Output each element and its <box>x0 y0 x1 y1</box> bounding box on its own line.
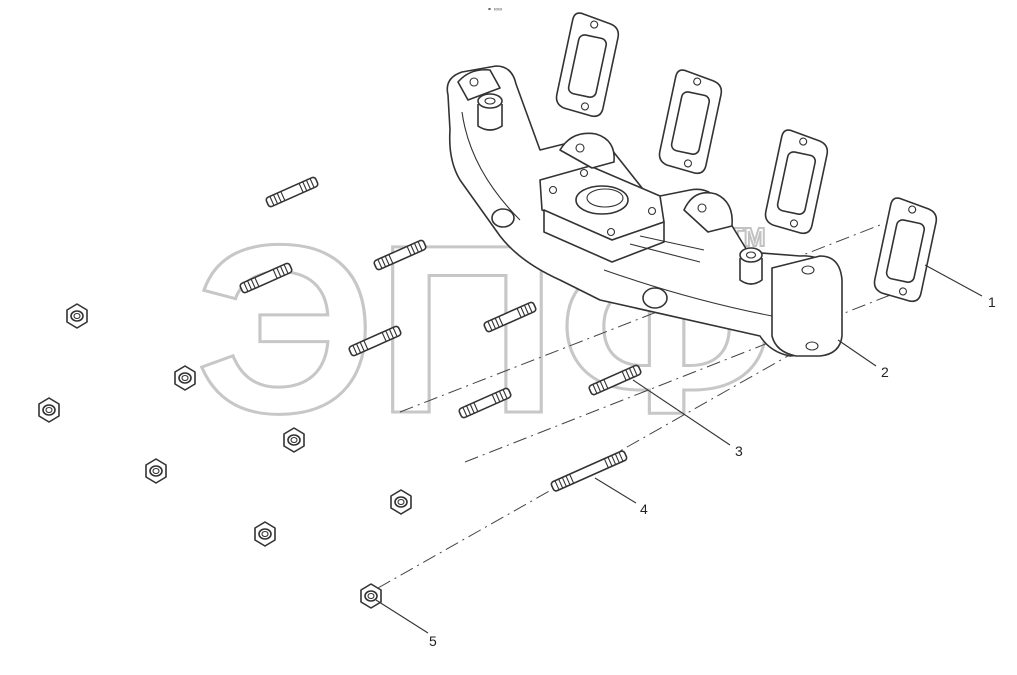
flange-nut-icon <box>66 303 88 329</box>
flange-nut-icon <box>174 365 196 391</box>
gaskets <box>555 12 938 303</box>
callout-leader <box>924 264 983 297</box>
stud-icon <box>348 325 402 357</box>
stud-icon <box>550 450 628 492</box>
callout-label-1: 1 <box>988 294 996 310</box>
stud-icon <box>373 239 427 271</box>
stud-icon <box>588 364 642 396</box>
flange-nut-icon <box>283 427 305 453</box>
callout-leader <box>375 599 429 634</box>
flange-nut-icon <box>360 583 382 609</box>
callout-leader <box>594 477 637 504</box>
stud-icon <box>458 387 512 419</box>
top-mark: ⚭ ∞∞ <box>487 7 502 13</box>
exhaust-manifold-icon <box>446 65 843 357</box>
nuts <box>38 303 412 609</box>
flange-nut-icon <box>38 397 60 423</box>
gasket-icon <box>764 129 829 235</box>
stud-icon <box>265 176 319 208</box>
gasket-icon <box>555 12 620 118</box>
gasket-icon <box>873 197 938 303</box>
callout-leader <box>632 379 731 446</box>
studs <box>239 176 642 492</box>
callout-label-4: 4 <box>640 501 648 517</box>
callout-label-5: 5 <box>429 633 437 649</box>
flange-nut-icon <box>390 489 412 515</box>
flange-nut-icon <box>145 458 167 484</box>
callouts: 1 2 3 4 5 <box>375 264 996 649</box>
gasket-icon <box>658 69 723 175</box>
callout-leader <box>837 339 877 367</box>
stud-icon <box>239 262 293 294</box>
callout-label-2: 2 <box>881 364 889 380</box>
stud-icon <box>483 301 537 333</box>
flange-nut-icon <box>254 521 276 547</box>
callout-label-3: 3 <box>735 443 743 459</box>
